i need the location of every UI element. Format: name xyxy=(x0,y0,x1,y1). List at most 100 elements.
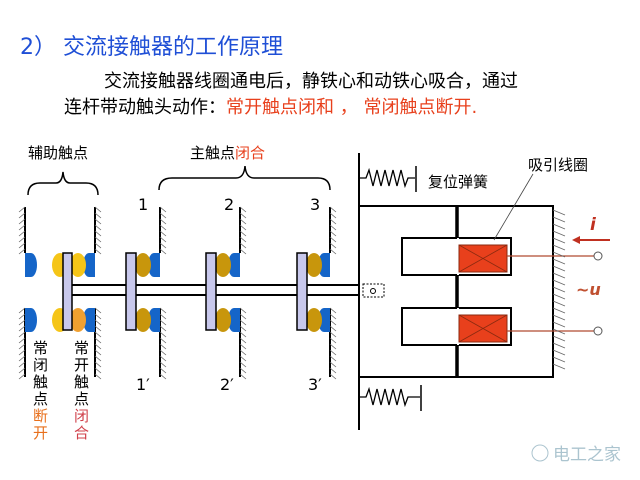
aux-contacts-label: 辅助触点 xyxy=(28,144,88,162)
no-char-red: 合 xyxy=(74,424,89,442)
hatch-line xyxy=(94,242,102,249)
hatch-line xyxy=(552,314,566,321)
hatch-line xyxy=(18,224,26,231)
hatch-line xyxy=(94,313,102,320)
hatch-line xyxy=(239,325,247,332)
watermark: 电工之家 xyxy=(531,444,621,465)
static-contact xyxy=(83,308,95,332)
hatch-line xyxy=(239,337,247,344)
main-label-red: 闭合 xyxy=(235,144,265,162)
hatch-line xyxy=(18,331,26,338)
nc-char: 点 xyxy=(33,390,48,408)
hatch-line xyxy=(329,331,337,338)
nc-label: 常 闭 触 点 断 开 xyxy=(33,339,48,442)
hatch-line xyxy=(94,337,102,344)
static-contact xyxy=(148,253,160,277)
hatch-line xyxy=(159,331,167,338)
hatch-line xyxy=(94,212,102,219)
desc-line2-black: 连杆带动触头动作： xyxy=(64,97,226,118)
no-label: 常 开 触 点 闭 合 xyxy=(74,339,89,442)
hatch-line xyxy=(18,313,26,320)
nc-char: 常 xyxy=(33,339,48,357)
desc-line2: 连杆带动触头动作：常开触点闭和 ， 常闭触点断开. xyxy=(64,97,477,118)
hatch-line xyxy=(239,236,247,243)
hatch-line xyxy=(552,251,566,258)
hatch-line xyxy=(18,212,26,219)
hatch-line xyxy=(552,272,566,279)
hatch-line xyxy=(329,224,337,231)
desc-line2-red: 常开触点闭和 ， 常闭触点断开. xyxy=(226,97,477,118)
hatch-line xyxy=(18,248,26,255)
hatch-line xyxy=(552,216,566,223)
hatch-line xyxy=(552,265,566,272)
hatch-line xyxy=(18,361,26,368)
hatch-line xyxy=(159,361,167,368)
hatch-line xyxy=(552,279,566,286)
hatch-line xyxy=(159,248,167,255)
hatch-line xyxy=(329,307,337,314)
hatch-line xyxy=(239,206,247,213)
hatch-line xyxy=(329,361,337,368)
hatch-line xyxy=(18,319,26,326)
hatch-line xyxy=(552,363,566,370)
hatch-line xyxy=(159,343,167,350)
hatch-line xyxy=(18,218,26,225)
hatch-line xyxy=(159,218,167,225)
terminal-top xyxy=(593,251,603,261)
hatch-line xyxy=(552,356,566,363)
hatch-line xyxy=(94,224,102,231)
no-char: 开 xyxy=(74,356,89,374)
aux-brace xyxy=(27,171,99,196)
hatch-line xyxy=(159,212,167,219)
hatch-line xyxy=(239,319,247,326)
hatch-line xyxy=(552,328,566,335)
terminal-numbers: 1 2 3 1′ 2′ 3′ xyxy=(136,195,322,394)
hatch-line xyxy=(329,242,337,249)
nc-char-red: 开 xyxy=(33,424,48,442)
hatch-line xyxy=(159,355,167,362)
hatch-line xyxy=(159,349,167,356)
hatch-line xyxy=(239,355,247,362)
linkage-pin xyxy=(362,283,385,298)
terminal-1: 1 xyxy=(138,195,148,214)
contact-bridge xyxy=(205,252,217,331)
contact-bridge xyxy=(62,252,73,331)
hatch-line xyxy=(329,236,337,243)
hatch-line xyxy=(552,237,566,244)
contact-bridge xyxy=(125,252,137,331)
core-window-bottom xyxy=(401,307,512,346)
spring-label: 复位弹簧 xyxy=(428,173,488,191)
wechat-icon xyxy=(531,444,549,462)
hatch-line xyxy=(552,293,566,300)
coil-bottom-icon xyxy=(458,314,508,343)
moving-contact xyxy=(306,253,322,277)
arrow-head-icon xyxy=(572,236,580,244)
contact-bridge xyxy=(296,252,308,331)
hatch-line xyxy=(329,319,337,326)
static-contact xyxy=(25,253,37,277)
hatch-line xyxy=(94,307,102,314)
hatch-line xyxy=(159,313,167,320)
hatch-line xyxy=(18,343,26,350)
voltage-label: ~u xyxy=(576,280,601,299)
coil-top-icon xyxy=(458,244,508,273)
hatch-line xyxy=(18,373,26,380)
hatch-line xyxy=(94,355,102,362)
hatch-line xyxy=(329,349,337,356)
hatch-line xyxy=(94,248,102,255)
no-char: 触 xyxy=(74,373,89,391)
hatch-line xyxy=(159,224,167,231)
hatch-line xyxy=(18,307,26,314)
moving-contact xyxy=(306,308,322,332)
static-contact xyxy=(318,253,330,277)
hatch-line xyxy=(329,343,337,350)
hatch-line xyxy=(18,206,26,213)
hatch-line xyxy=(239,242,247,249)
hatch-line xyxy=(159,325,167,332)
pin-icon xyxy=(370,288,376,294)
hatch-line xyxy=(552,258,566,265)
hatch-line xyxy=(94,349,102,356)
terminal-3: 3 xyxy=(310,195,320,214)
hatch-line xyxy=(239,343,247,350)
hatch-line xyxy=(94,218,102,225)
